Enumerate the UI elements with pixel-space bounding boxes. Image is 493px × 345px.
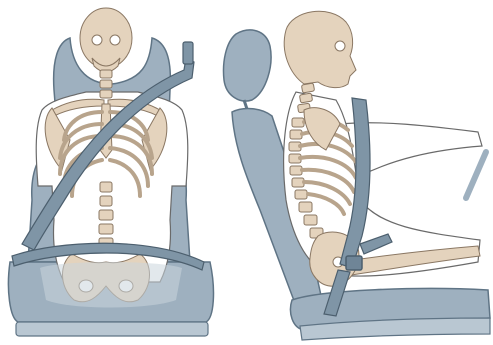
front-skull-eye-left: [92, 35, 102, 45]
side-skull-eye: [335, 41, 345, 51]
front-belt-anchor: [183, 42, 193, 64]
side-view-panel: [224, 11, 491, 340]
side-skull: [284, 11, 356, 87]
side-belt-buckle: [346, 256, 362, 270]
front-lap-overlay: [40, 262, 182, 308]
side-headrest: [224, 30, 272, 101]
front-skull: [80, 8, 132, 68]
front-seat-base: [16, 322, 208, 336]
side-steering-wheel: [466, 152, 486, 198]
front-view-panel: [8, 8, 213, 336]
front-skull-eye-right: [110, 35, 120, 45]
